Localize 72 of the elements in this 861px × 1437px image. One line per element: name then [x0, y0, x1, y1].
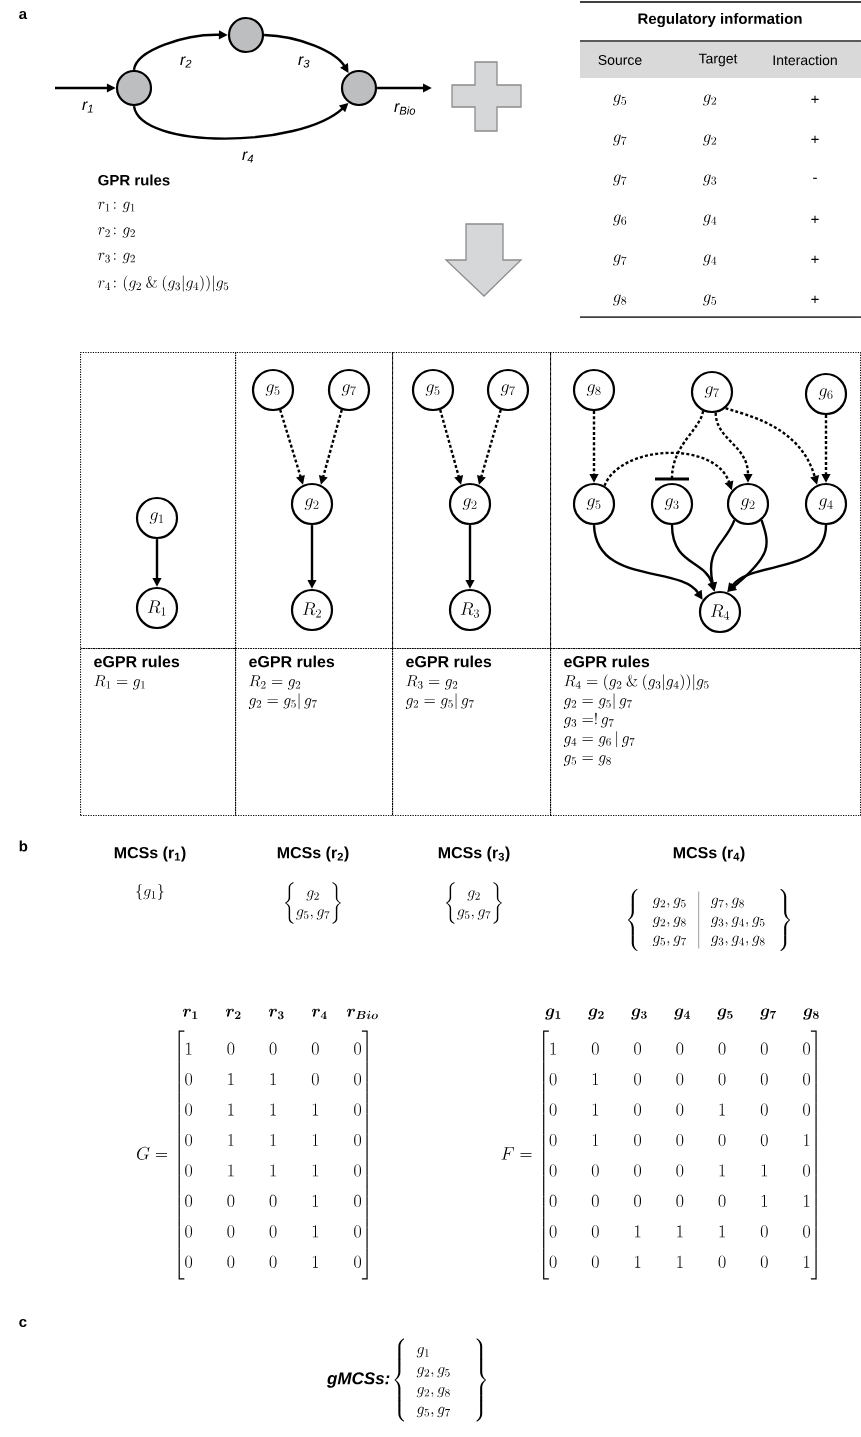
set-formula: $\left\{\begin{matrix} g_2 \\ g_5, g_7 \end{matrix}\right\}$ — [285, 882, 341, 924]
table-cell: $g_2$ — [703, 94, 717, 106]
table-cell: $g_5$ — [703, 294, 717, 306]
panel-cell — [235, 352, 394, 650]
metabolite-circle — [227, 16, 265, 54]
table-cell: + — [811, 215, 819, 223]
table-cell: + — [811, 255, 819, 263]
matrix-header: $\boldsymbol{g_1}$ — [545, 1008, 561, 1020]
table-cell: $g_7$ — [613, 134, 627, 146]
table-cell: $g_4$ — [703, 214, 717, 226]
matrix-header: $\boldsymbol{g_3}$ — [631, 1008, 647, 1020]
matrix-header: $\boldsymbol{g_4}$ — [674, 1008, 690, 1020]
column-header: Interaction — [773, 54, 837, 66]
rule-formula: $r_1\colon g_1$ — [98, 201, 135, 213]
rule-formula: $r_3\colon g_2$ — [98, 252, 135, 264]
rules-cell: eGPR rules $R_4 = (g_2 \mathbin{\&} (g_3|g_4))|g_5$ $g_2 = g_5|\, g_7$ $g_3 = !\, g_7$ $g_4 = g_6 \,|\, g_7$ $g_5 = g_8$ — [550, 648, 861, 817]
table-cell: $g_7$ — [613, 254, 627, 266]
matrix-header: $\boldsymbol{g_7}$ — [760, 1008, 777, 1020]
edge-label: r$_{Bio}$ — [393, 102, 417, 116]
arrow — [655, 410, 705, 481]
table-cell: + — [811, 295, 819, 303]
matrix-header: $\boldsymbol{r_{Bio}}$ — [346, 1008, 378, 1020]
panel-letter: c — [19, 1318, 27, 1328]
set-formula: $\left\{ g_1 \right\}$ — [136, 884, 164, 900]
set-heading: MCSs (r$_{3}$) — [438, 846, 510, 862]
set-heading: MCSs (r$_{1}$) — [114, 846, 186, 862]
matrix-header: $\boldsymbol{r_1}$ — [182, 1008, 198, 1020]
set-heading: MCSs (r$_{2}$) — [277, 846, 349, 862]
set-formula: $\left\{\begin{array}{l|l} g_2, g_5 & g_7, g_8 \\ g_2, g_8 & g_3, g_4, g_5 \\ g_5, g_7 & g_3, g_4, g_8 \end{array}\right\}$ — [628, 888, 790, 952]
set-heading: MCSs (r$_{4}$) — [673, 846, 745, 862]
rule-formula: $r_2\colon g_2$ — [98, 227, 135, 238]
panel-letter: b — [19, 840, 28, 852]
matrix-header: $\boldsymbol{g_2}$ — [588, 1008, 604, 1020]
column-header: Target — [698, 53, 738, 67]
table-cell: $g_7$ — [613, 174, 627, 186]
table-cell: $g_5$ — [613, 94, 627, 106]
set-formula: $\left\{\;\begin{array}{l} g_1 \\ g_2, g_5 \\ g_2, g_8 \\ g_5, g_7 \end{array}\;\;\;\;\right\}$ — [394, 1338, 486, 1422]
matrix-formula: $F = \begin{bmatrix} 1 & 0 & 0 & 0 & 0 & 0 & 0 \\ 0 & 1 & 0 & 0 & 0 & 0 & 0 \\ 0 & 1 & 0 & 0 & 1 & 0 & 0 \\ 0 & 1 & 0 & 0 & 0 & 0 & 1 \\ 0 & 0 & 0 & 0 & 1 & 1 & 0 \\ 0 & 0 & 0 & 0 & 0 & 1 & 1 \\ 0 & 0 & 1 & 1 & 1 & 0 & 0 \\ 0 & 0 & 1 & 1 & 0 & 0 & 1 \end{bmatrix}$ — [501, 1030, 817, 1280]
metabolite-circle — [115, 69, 153, 107]
matrix-header: $\boldsymbol{r_4}$ — [311, 1008, 327, 1020]
matrix-header: $\boldsymbol{g_5}$ — [717, 1008, 733, 1020]
edge-label: r$_{3}$ — [296, 55, 312, 69]
edge-label: r$_{2}$ — [178, 55, 194, 69]
rules-cell: eGPR rules $R_3 = g_2$ $g_2 = g_5|\, g_7$ — [392, 648, 552, 817]
table-cell: $g_4$ — [703, 254, 717, 266]
set-label: gMCSs: — [326, 1372, 390, 1388]
matrix-header: $\boldsymbol{r_3}$ — [268, 1008, 284, 1020]
arrow — [264, 33, 349, 73]
rule-formula: $r_4\colon (g_2 \mathbin{\&} (g_3|g_4))|g_5$ — [98, 275, 229, 292]
panel-cell — [80, 352, 237, 650]
rules-cell: eGPR rules $R_1 = g_1$ — [80, 648, 237, 817]
column-header: Source — [598, 55, 642, 65]
panel-letter: a — [19, 10, 28, 20]
set-formula: $\left\{\begin{matrix} g_2 \\ g_5, g_7 \end{matrix}\right\}$ — [446, 882, 502, 924]
metabolite-circle — [340, 69, 378, 107]
rules-cell: eGPR rules $R_2 = g_2$ $g_2 = g_5|\, g_7$ — [235, 648, 394, 817]
table-cell: + — [811, 135, 819, 143]
edge-label: r$_{1}$ — [80, 100, 96, 114]
table-cell: $g_3$ — [703, 174, 717, 186]
table-title: Regulatory information — [638, 13, 802, 28]
table-cell: $g_8$ — [613, 294, 627, 306]
edge-label: r$_{4}$ — [240, 150, 256, 164]
panel-cell — [392, 352, 552, 650]
matrix-header: $\boldsymbol{r_2}$ — [225, 1008, 241, 1020]
table-cell: - — [813, 177, 817, 179]
section-heading: GPR rules — [98, 174, 170, 186]
matrix-formula: $G = \begin{bmatrix} 1 & 0 & 0 & 0 & 0 \\ 0 & 1 & 1 & 0 & 0 \\ 0 & 1 & 1 & 1 & 0 \\ 0 & 1 & 1 & 1 & 0 \\ 0 & 1 & 1 & 1 & 0 \\ 0 & 0 & 0 & 1 & 0 \\ 0 & 0 & 0 & 1 & 0 \\ 0 & 0 & 0 & 1 & 0 \end{bmatrix}$ — [137, 1030, 368, 1280]
matrix-header: $\boldsymbol{g_8}$ — [803, 1008, 819, 1020]
arrow — [727, 524, 828, 592]
table-cell: $g_6$ — [613, 214, 627, 226]
table-cell: $g_2$ — [703, 134, 717, 146]
table-cell: + — [811, 95, 819, 103]
